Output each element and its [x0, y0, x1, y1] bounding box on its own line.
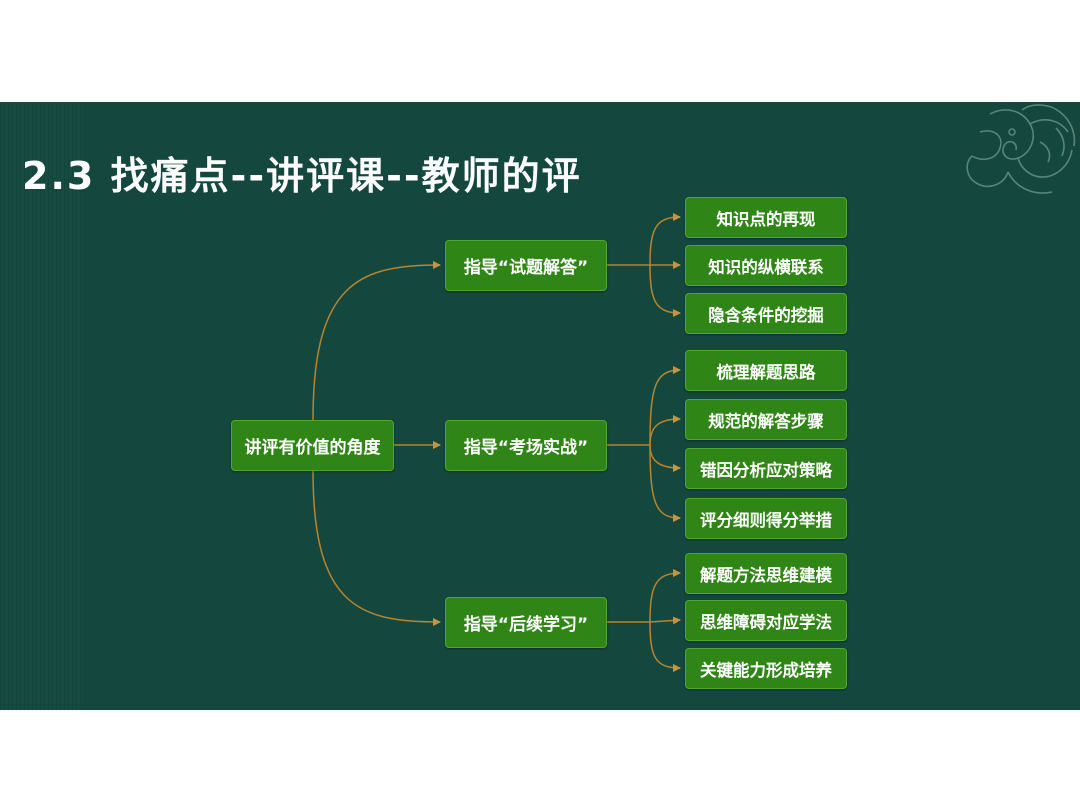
- connector-b2-l6: [650, 445, 680, 468]
- connector-b3-l9: [650, 620, 680, 622]
- connector-b1-l1: [650, 217, 680, 265]
- branch-node-test-answering: 指导“试题解答”: [445, 240, 607, 291]
- branch-node-follow-up-study: 指导“后续学习”: [445, 597, 607, 648]
- leaf-node: 知识点的再现: [685, 197, 847, 238]
- leaf-node: 规范的解答步骤: [685, 399, 847, 440]
- leaf-node: 知识的纵横联系: [685, 245, 847, 286]
- leaf-node: 隐含条件的挖掘: [685, 293, 847, 334]
- connector-b1-l3: [650, 265, 680, 313]
- leaf-node: 评分细则得分举措: [685, 498, 847, 539]
- leaf-node: 梳理解题思路: [685, 350, 847, 391]
- connector-b3-l8: [650, 573, 680, 622]
- connector-root-branch3: [313, 471, 440, 622]
- connector-b2-l5: [650, 419, 680, 445]
- connector-b2-l7: [650, 445, 680, 518]
- slide: 2.3 找痛点--讲评课--教师的评: [0, 102, 1080, 710]
- leaf-node: 思维障碍对应学法: [685, 600, 847, 641]
- leaf-node: 关键能力形成培养: [685, 648, 847, 689]
- leaf-node: 错因分析应对策略: [685, 448, 847, 489]
- branch-node-exam-practice: 指导“考场实战”: [445, 420, 607, 471]
- root-node: 讲评有价值的角度: [231, 420, 394, 471]
- connector-b2-l4: [650, 370, 680, 445]
- connector-b3-l10: [650, 622, 680, 668]
- connector-root-branch1: [313, 265, 440, 420]
- leaf-node: 解题方法思维建模: [685, 553, 847, 594]
